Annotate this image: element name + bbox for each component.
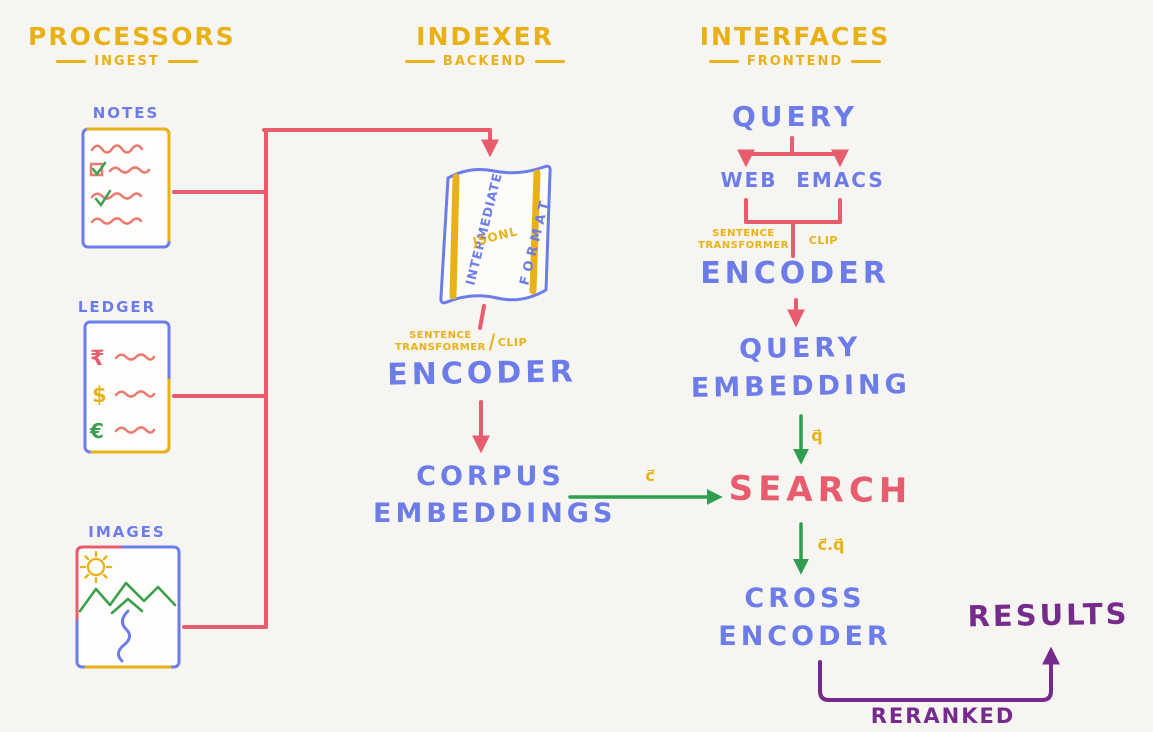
- arrow-cross-encoder-to-results: [818, 646, 1060, 702]
- euro-symbol: €: [89, 419, 104, 443]
- interface-model-label: SENTENCE TRANSFORMER CLIP: [698, 228, 838, 252]
- processors-title: PROCESSORS: [28, 22, 236, 51]
- dot-product-label: c⃗.q⃗: [817, 535, 845, 554]
- model-line1: SENTENCE: [712, 228, 775, 239]
- interfaces-title: INTERFACES: [699, 22, 891, 51]
- indexer-encoder-node: ENCODER: [386, 354, 578, 393]
- cross-line1: CROSS: [744, 583, 866, 614]
- sentence-transformer-label: SENTENCE TRANSFORMER: [698, 228, 789, 252]
- corpus-embeddings-node: CORPUS EMBEDDINGS: [373, 458, 617, 532]
- column-header-indexer: INDEXER BACKEND: [405, 22, 565, 69]
- indexer-title: INDEXER: [416, 22, 554, 51]
- model-divider: [488, 333, 495, 351]
- query-embedding-line2: EMBEDDING: [690, 369, 912, 404]
- emacs-node: EMACS: [796, 168, 885, 192]
- model-line2: TRANSFORMER: [698, 240, 789, 251]
- dollar-symbol: $: [92, 383, 107, 407]
- model-divider: [792, 230, 806, 250]
- indexer-subtitle: BACKEND: [405, 54, 565, 69]
- reranked-label: RERANKED: [870, 704, 1016, 728]
- notes-label: NOTES: [92, 104, 160, 122]
- wire-scroll-to-model: [478, 304, 486, 330]
- cross-encoder-node: CROSS ENCODER: [695, 580, 915, 656]
- model-line1: SENTENCE: [409, 330, 472, 341]
- clip-label: CLIP: [497, 335, 528, 349]
- images-label: IMAGES: [88, 523, 166, 541]
- query-embedding-line1: QUERY: [738, 331, 862, 366]
- corpus-line1: CORPUS: [416, 461, 565, 492]
- card-border-accent: [90, 378, 171, 454]
- rupee-symbol: ₹: [90, 346, 105, 370]
- indexer-model-label: SENTENCE TRANSFORMER CLIP: [394, 330, 528, 354]
- river-drawing: [117, 609, 131, 663]
- images-card-icon: [75, 545, 181, 669]
- processors-subtitle: INGEST: [28, 54, 226, 69]
- arrow-bus-to-scroll: [262, 128, 499, 158]
- cross-line2: ENCODER: [718, 621, 892, 652]
- mountains-drawing: [78, 581, 177, 615]
- jsonl-scroll-icon: INTERMEDIATE JSONL FORMAT: [439, 164, 554, 305]
- scroll-left-roll: [449, 173, 460, 300]
- web-node: WEB: [720, 168, 778, 192]
- model-line2: TRANSFORMER: [394, 342, 486, 353]
- ledger-card-icon: ₹ $ €: [83, 320, 171, 454]
- checkmark-icon: [91, 161, 112, 208]
- card-border-accent: [86, 127, 171, 242]
- clip-label: CLIP: [808, 233, 838, 247]
- ledger-label: LEDGER: [77, 298, 157, 316]
- query-embedding-node: QUERY EMBEDDING: [687, 328, 913, 408]
- sentence-transformer-label: SENTENCE TRANSFORMER: [395, 330, 486, 354]
- interfaces-subtitle: FRONTEND: [690, 54, 900, 69]
- notes-card-icon: [81, 127, 171, 249]
- search-node: SEARCH: [728, 468, 913, 512]
- corpus-line2: EMBEDDINGS: [373, 498, 617, 529]
- query-node: QUERY: [732, 100, 858, 133]
- card-border-accent-red: [75, 545, 122, 621]
- column-header-interfaces: INTERFACES FRONTEND: [690, 22, 900, 69]
- ledger-squiggles: [114, 353, 156, 434]
- query-vector-label: q⃗: [811, 426, 823, 445]
- results-node: RESULTS: [967, 596, 1130, 634]
- interface-encoder-node: ENCODER: [700, 256, 890, 291]
- sun-icon: [79, 550, 113, 584]
- column-header-processors: PROCESSORS INGEST: [28, 22, 236, 69]
- scroll-right-roll: [529, 169, 541, 295]
- corpus-vector-label: c⃗: [645, 466, 655, 485]
